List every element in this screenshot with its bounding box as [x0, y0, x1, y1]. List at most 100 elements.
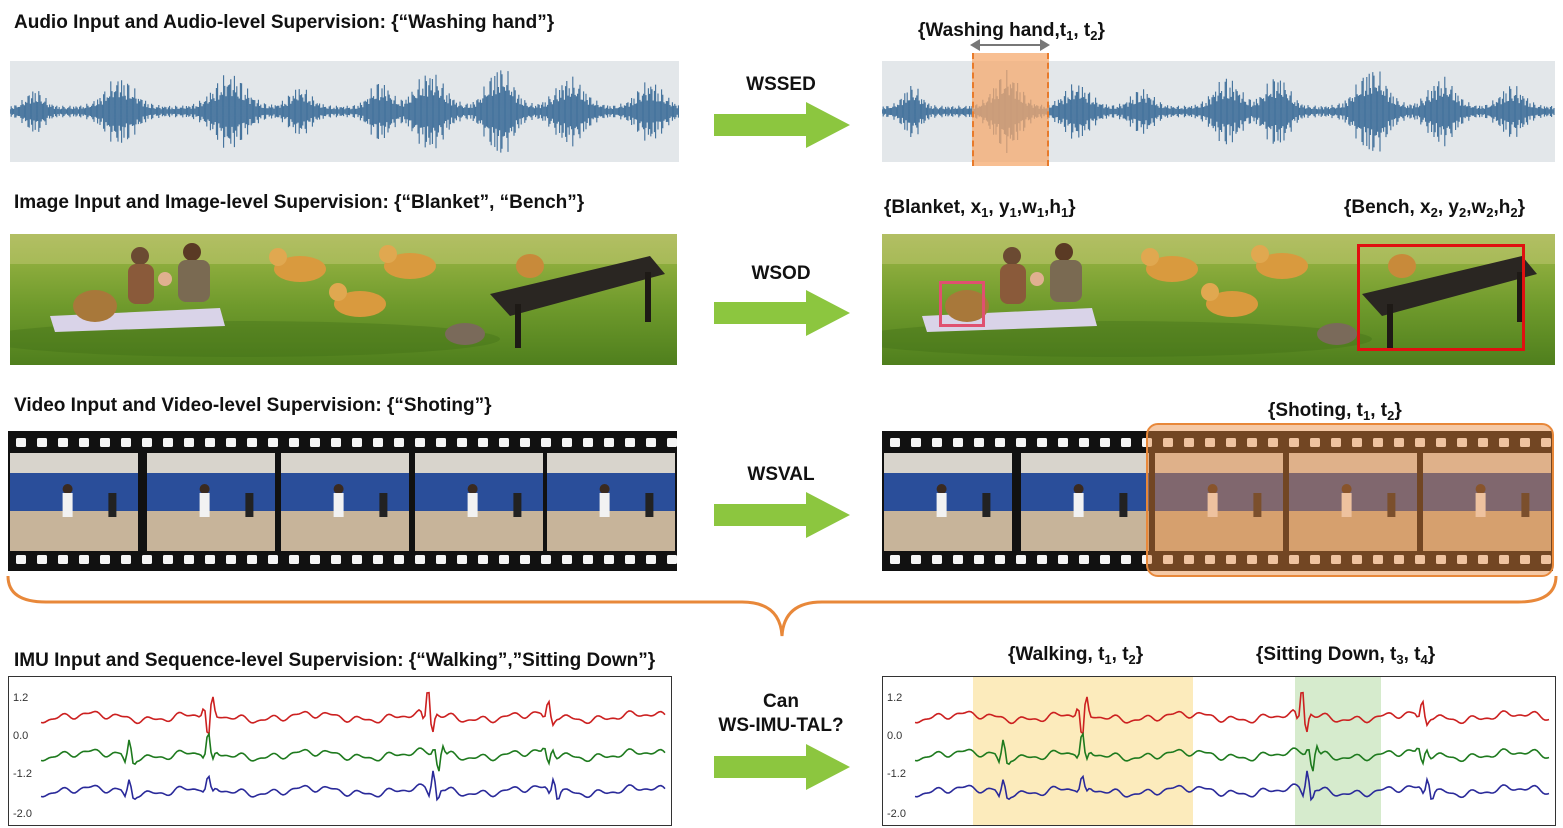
blanket-bounding-box — [939, 281, 985, 327]
video-frame — [1289, 453, 1417, 551]
sprocket-hole — [667, 555, 677, 564]
sprocket-hole — [37, 438, 47, 447]
sprocket-hole — [1247, 555, 1257, 564]
sprocket-hole — [352, 555, 362, 564]
sprocket-hole — [247, 438, 257, 447]
sprocket-hole — [478, 555, 488, 564]
sprocket-hole — [79, 555, 89, 564]
double-arrow-icon — [970, 38, 1050, 52]
ws-imu-tal-line1: Can — [763, 691, 799, 712]
sprocket-hole — [1205, 438, 1215, 447]
sprocket-hole — [142, 555, 152, 564]
sprocket-hole — [1520, 438, 1530, 447]
sprocket-hole — [163, 438, 173, 447]
video-frame — [147, 453, 275, 551]
video-frame — [415, 453, 543, 551]
sprocket-hole — [932, 555, 942, 564]
sprocket-hole — [911, 555, 921, 564]
sprocket-hole — [1058, 438, 1068, 447]
sprocket-hole — [520, 555, 530, 564]
grouping-brace — [6, 574, 1558, 640]
sprocket-hole — [121, 555, 131, 564]
y-tick-label: -1.2 — [13, 768, 32, 780]
sprocket-hole — [415, 438, 425, 447]
sprocket-hole — [310, 555, 320, 564]
y-tick-label: 1.2 — [13, 692, 28, 704]
sprocket-hole — [1226, 438, 1236, 447]
dog-head — [269, 248, 287, 266]
bench-bounding-box — [1357, 244, 1525, 351]
sprocket-hole — [478, 438, 488, 447]
person-body — [178, 260, 210, 302]
sprocket-hole — [121, 438, 131, 447]
video-input-filmstrip — [8, 431, 677, 571]
sprocket-hole — [1016, 555, 1026, 564]
arrow-icon — [714, 492, 852, 538]
dog-head — [1141, 248, 1159, 266]
sprocket-hole — [646, 555, 656, 564]
sprocket-hole — [604, 438, 614, 447]
sprocket-hole — [974, 555, 984, 564]
sprocket-hole — [268, 555, 278, 564]
sprocket-hole — [1478, 438, 1488, 447]
sprocket-hole — [268, 438, 278, 447]
wsod-label: WSOD — [751, 263, 811, 284]
sprocket-hole — [499, 438, 509, 447]
dog — [1146, 256, 1198, 282]
sprocket-hole — [995, 438, 1005, 447]
walking-output-label: {Walking, t1, t2} — [1008, 644, 1144, 667]
bench-leg — [515, 304, 521, 348]
y-tick-label: -2.0 — [887, 808, 906, 820]
sprocket-hole — [583, 438, 593, 447]
video-frame — [547, 453, 675, 551]
child-head — [158, 272, 172, 286]
sitting-down-span — [1295, 677, 1381, 825]
sprocket-hole — [1415, 438, 1425, 447]
sprocket-hole — [1184, 555, 1194, 564]
video-frame — [10, 453, 138, 551]
video-frame — [884, 453, 1012, 551]
sprocket-hole — [932, 438, 942, 447]
sprocket-hole — [583, 555, 593, 564]
sprocket-hole — [142, 438, 152, 447]
dog-head — [329, 283, 347, 301]
sprocket-hole — [394, 438, 404, 447]
sprocket-hole — [394, 555, 404, 564]
sprocket-hole — [16, 438, 26, 447]
y-tick-label: -1.2 — [887, 768, 906, 780]
video-output-label: {Shoting, t1, t2} — [1268, 400, 1402, 423]
arrow-icon — [714, 744, 852, 790]
audio-output-label: {Washing hand,t1, t2} — [918, 20, 1105, 43]
ws-imu-tal-label: Can WS-IMU-TAL? — [681, 690, 881, 738]
person-head — [1055, 243, 1073, 261]
sprocket-hole — [163, 555, 173, 564]
image-input-picnic — [10, 234, 677, 365]
bench — [1362, 256, 1537, 316]
sprocket-hole — [226, 555, 236, 564]
sprocket-hole — [625, 555, 635, 564]
dog-on-bench — [1388, 254, 1416, 278]
sprocket-hole — [415, 555, 425, 564]
sprocket-hole — [1499, 438, 1509, 447]
sprocket-hole — [1541, 438, 1551, 447]
sprocket-hole — [289, 555, 299, 564]
dog — [1206, 291, 1258, 317]
sprocket-hole — [1373, 555, 1383, 564]
sprocket-hole — [541, 555, 551, 564]
imu-signal-trace — [40, 731, 666, 772]
scene-background — [10, 234, 677, 264]
blanket-output-label: {Blanket, x1, y1,w1,h1} — [884, 197, 1076, 220]
sprocket-hole — [247, 555, 257, 564]
sprocket-hole — [1226, 555, 1236, 564]
sprocket-hole — [1289, 555, 1299, 564]
dog-head — [1201, 283, 1219, 301]
sprocket-hole — [37, 555, 47, 564]
basket — [945, 290, 989, 322]
sprocket-hole — [1436, 555, 1446, 564]
audio-highlight-span — [972, 53, 1049, 166]
sprocket-hole — [16, 555, 26, 564]
imu-signal-trace — [40, 770, 666, 802]
sprocket-hole — [373, 438, 383, 447]
